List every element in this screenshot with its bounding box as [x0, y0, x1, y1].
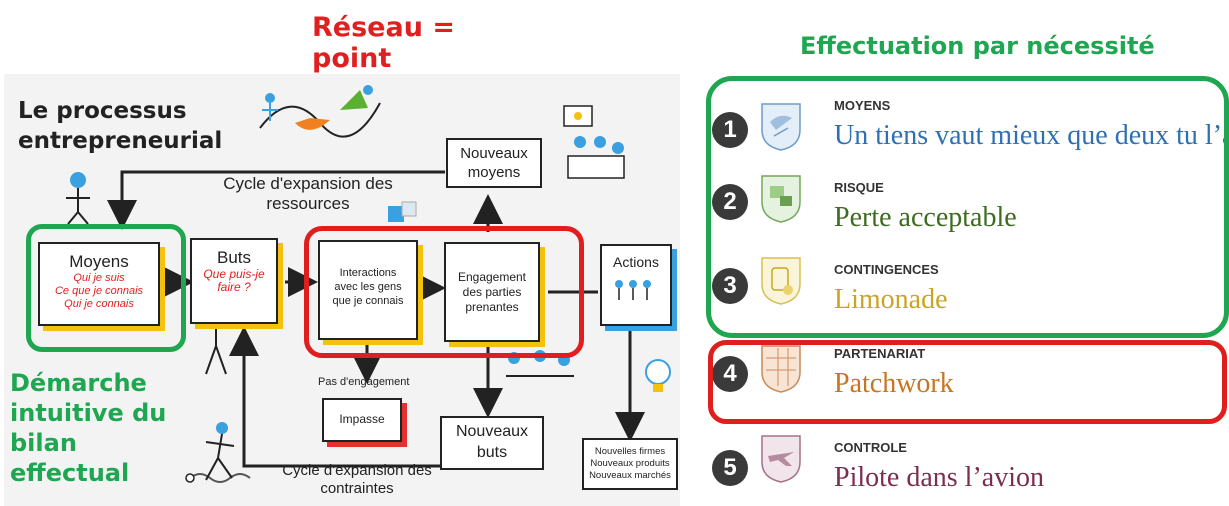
engagement-box: Engagement des parties prenantes — [444, 242, 540, 342]
principle-category-1: MOYENS — [834, 98, 891, 113]
actions-label: Actions — [613, 254, 659, 270]
nouveaux-moyens-line1: Nouveaux — [460, 145, 528, 162]
airplane-crest-icon — [761, 435, 801, 483]
crowd-icon — [615, 280, 651, 300]
engagement-line3: prenantes — [465, 300, 519, 314]
cycle-ressources-label: Cycle d'expansion des ressources — [208, 174, 408, 214]
lemonade-crest-icon — [761, 257, 801, 305]
moyens-label: Moyens — [69, 252, 129, 271]
demarche-annotation: Démarche intuitive du bilan effectual — [10, 368, 166, 488]
principle-number-1: 1 — [712, 112, 748, 148]
principle-row-2: 2 RISQUE Perte acceptable — [706, 170, 1229, 250]
cycle-contraintes-label: Cycle d'expansion des contraintes — [262, 462, 452, 498]
interactions-line2: avec les gens — [334, 281, 402, 293]
nouvelles-box: Nouvelles firmes Nouveaux produits Nouve… — [582, 438, 678, 490]
partenariat-highlight-frame — [708, 340, 1227, 424]
chest-crest-icon — [761, 175, 801, 223]
impasse-box: Impasse — [322, 398, 402, 442]
bird-crest-icon — [761, 103, 801, 151]
nouveaux-buts-line1: Nouveaux — [455, 423, 529, 440]
principle-number-5: 5 — [712, 450, 748, 486]
principles-1-3-highlight-frame — [706, 76, 1229, 338]
interactions-line1: Interactions — [339, 267, 397, 279]
audience-doodle-icon — [563, 105, 625, 179]
principle-category-3: CONTINGENCES — [834, 262, 939, 277]
moyens-line2: Ce que je connais — [54, 285, 144, 297]
buts-box: Buts Que puis-je faire ? — [190, 238, 278, 324]
cycle-contraintes-line1: Cycle d'expansion des — [282, 462, 432, 479]
pas-engagement-label: Pas d'engagement — [318, 376, 410, 388]
engagement-line2: des parties — [462, 285, 522, 299]
nouveaux-buts-box: Nouveaux buts — [440, 416, 544, 470]
buts-line1: Que puis-je — [203, 267, 265, 281]
principle-number-3: 3 — [712, 268, 748, 304]
principle-category-5: CONTROLE — [834, 440, 907, 455]
moyens-line1: Qui je suis — [73, 272, 125, 284]
principle-row-3: 3 CONTINGENCES Limonade — [706, 250, 1229, 336]
principle-row-1: 1 MOYENS Un tiens vaut mieux que deux tu… — [706, 90, 1229, 170]
nouvelles-line1: Nouvelles firmes — [594, 446, 666, 457]
cycle-ressources-line1: Cycle d'expansion des — [223, 174, 393, 193]
impasse-label: Impasse — [339, 412, 385, 426]
process-title: Le processus entrepreneurial — [18, 96, 222, 156]
process-title-line1: Le processus — [18, 98, 187, 124]
actions-box: Actions — [600, 244, 672, 326]
patchwork-crest-icon — [761, 345, 801, 393]
nouveaux-buts-line2: buts — [476, 444, 508, 461]
principle-phrase-2: Perte acceptable — [834, 202, 1017, 233]
annotation-line2: intuitive du — [10, 399, 167, 427]
principle-category-2: RISQUE — [834, 180, 884, 195]
lightbulb-icon — [645, 359, 671, 392]
buts-label: Buts — [216, 248, 252, 267]
diagram-arrows — [107, 170, 645, 483]
puzzle-icon — [388, 201, 417, 222]
principle-row-4: 4 PARTENARIAT Patchwork — [706, 338, 1229, 422]
moyens-box: Moyens Qui je suis Ce que je connais Qui… — [38, 242, 160, 326]
engagement-line1: Engagement — [457, 270, 527, 284]
interactions-line3: que je connais — [332, 295, 404, 307]
principle-category-4: PARTENARIAT — [834, 346, 926, 361]
cycle-contraintes-line2: contraintes — [320, 480, 394, 497]
principle-number-2: 2 — [712, 184, 748, 220]
network-highlight-frame — [304, 226, 584, 358]
nouveaux-moyens-box: Nouveaux moyens — [446, 138, 542, 188]
interactions-box: Interactions avec les gens que je connai… — [318, 240, 418, 340]
principle-number-4: 4 — [712, 356, 748, 392]
runner-icon — [205, 422, 235, 481]
nouvelles-line3: Nouveaux marchés — [589, 470, 671, 481]
principles-panel: 1 MOYENS Un tiens vaut mieux que deux tu… — [706, 76, 1229, 506]
process-title-line2: entrepreneurial — [18, 128, 223, 154]
principle-phrase-5: Pilote dans l’avion — [834, 462, 1044, 493]
annotation-line4: effectual — [10, 459, 130, 487]
principle-phrase-1: Un tiens vaut mieux que deux tu l’auras — [834, 120, 1229, 151]
nouvelles-line2: Nouveaux produits — [590, 458, 670, 469]
annotation-line1: Démarche — [10, 369, 147, 397]
annotation-line3: bilan — [10, 429, 77, 457]
principle-phrase-4: Patchwork — [834, 368, 954, 399]
principle-phrase-3: Limonade — [834, 284, 948, 315]
mountain-doodle-icon — [259, 85, 381, 138]
moyens-highlight-frame — [26, 224, 186, 352]
cycle-ressources-line2: ressources — [266, 194, 350, 213]
buts-line2: faire ? — [217, 280, 251, 294]
principle-row-5: 5 CONTROLE Pilote dans l’avion — [706, 426, 1229, 506]
thinking-person-icon — [66, 172, 90, 224]
nouveaux-moyens-line2: moyens — [467, 164, 521, 181]
effectuation-heading: Effectuation par nécessité — [800, 32, 1155, 60]
moyens-line3: Qui je connais — [64, 298, 134, 310]
